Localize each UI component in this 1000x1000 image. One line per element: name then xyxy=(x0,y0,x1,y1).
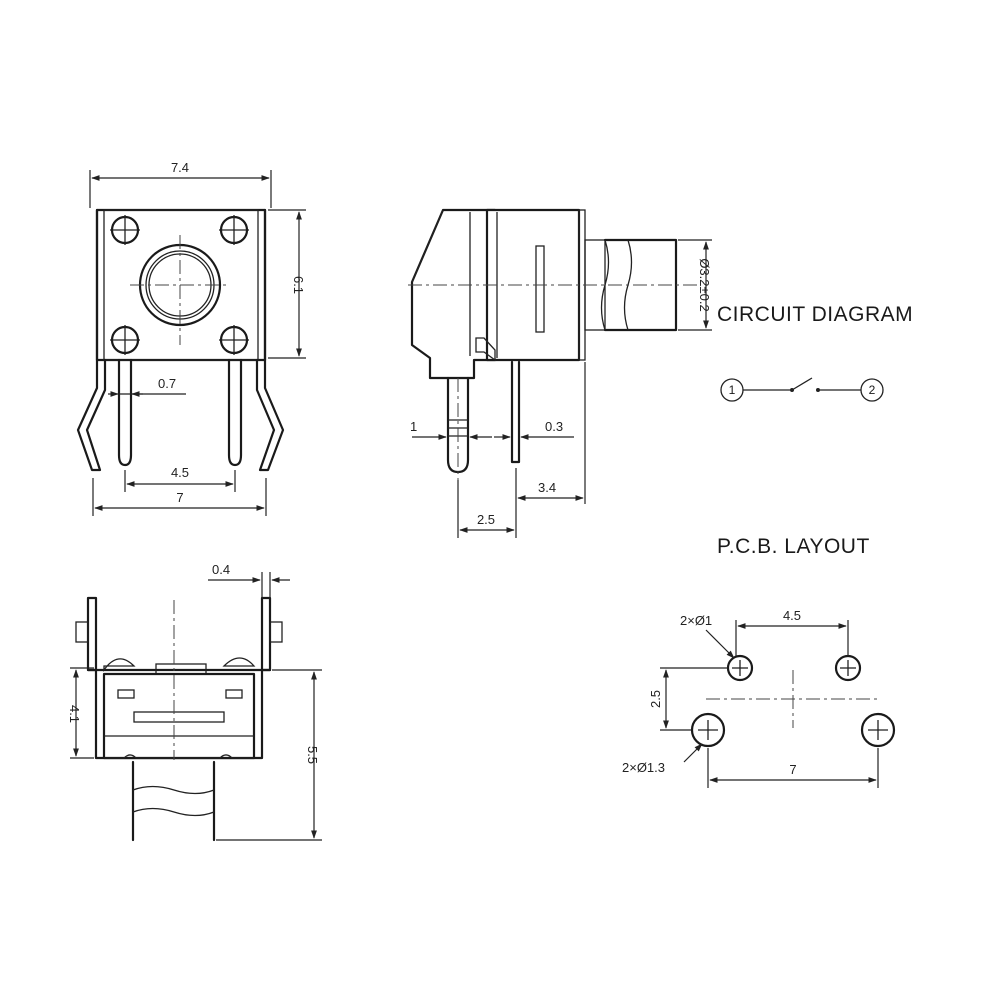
circuit-pin-1-label: 1 xyxy=(729,383,736,397)
dim-lead-a: 1 xyxy=(410,419,417,434)
bottom-leg-left xyxy=(86,596,98,672)
bottom-body xyxy=(102,672,256,760)
pcb-hole-large-right xyxy=(860,712,896,748)
circuit-pin-2 xyxy=(860,378,884,402)
dim-outer-pitch: 7 xyxy=(176,490,183,505)
pcb-small-pitch: 4.5 xyxy=(783,608,801,623)
side-housing xyxy=(410,208,497,380)
front-body-inner xyxy=(103,209,259,361)
circuit-switch-contact xyxy=(791,377,813,391)
pcb-layout: P.C.B. LAYOUT 2×Ø1 4.5 2.5 2×Ø1.3 xyxy=(622,535,896,788)
pin-inner-right xyxy=(227,358,243,467)
dim-total-height: 5.5 xyxy=(305,746,320,764)
pin-inner-left xyxy=(117,358,133,467)
dim-body-height: 4.1 xyxy=(67,705,82,723)
pcb-large-pitch: 7 xyxy=(789,762,796,777)
pcb-row-spacing: 2.5 xyxy=(648,690,663,708)
circuit-diagram: CIRCUIT DIAGRAM 1 2 xyxy=(717,303,913,402)
leg-outer-left xyxy=(76,358,107,472)
dim-lead-b: 0.3 xyxy=(545,419,563,434)
dim-thickness: 0.4 xyxy=(212,562,230,577)
bottom-leg-right xyxy=(260,596,272,672)
bottom-view: 0.4 4.1 5.5 xyxy=(67,562,322,842)
dim-stem-diameter: Ø3.2±0.2 xyxy=(697,258,712,311)
pcb-large-holes-label: 2×Ø1.3 xyxy=(622,760,665,775)
circuit-pin-2-label: 2 xyxy=(869,383,876,397)
dim-offset-a: 2.5 xyxy=(477,512,495,527)
side-view: Ø3.2±0.2 1 0.3 3.4 2.5 xyxy=(408,208,712,538)
pcb-small-holes-label: 2×Ø1 xyxy=(680,613,712,628)
dim-pin-width: 0.7 xyxy=(158,376,176,391)
leg-outer-right xyxy=(255,358,285,472)
pcb-heading: P.C.B. LAYOUT xyxy=(717,535,870,558)
front-view: 7.4 6.1 0.7 4.5 7 xyxy=(76,160,306,516)
dim-front-width: 7.4 xyxy=(171,160,189,175)
dim-front-height: 6.1 xyxy=(291,276,306,294)
dim-inner-pitch: 4.5 xyxy=(171,465,189,480)
side-lead-thin xyxy=(510,360,521,464)
dim-offset-b: 3.4 xyxy=(538,480,556,495)
circuit-heading: CIRCUIT DIAGRAM xyxy=(717,303,913,326)
